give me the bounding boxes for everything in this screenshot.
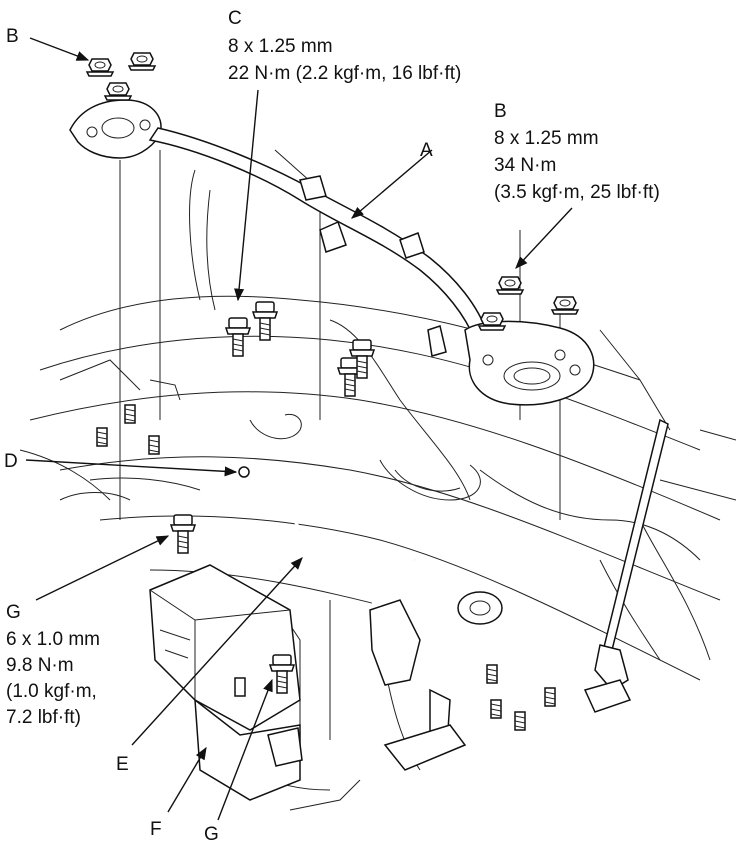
nut-b-2 (128, 52, 156, 71)
wiring-harness (244, 468, 503, 771)
callout-g-left-torque-alt2: 7.2 lbf·ft) (6, 707, 81, 728)
leader-lines (25, 37, 573, 821)
stud-7 (514, 711, 526, 731)
bolt-c-2 (252, 301, 278, 341)
hood-prop-rod (583, 418, 669, 713)
stud-2 (96, 427, 108, 447)
callout-g-left-size: 6 x 1.0 mm (6, 629, 100, 650)
battery-box (149, 564, 303, 801)
stud-6 (490, 699, 502, 719)
nut-b-6 (478, 312, 506, 331)
nut-b-1 (86, 58, 114, 77)
callout-g-left-torque: 9.8 N·m (6, 655, 74, 676)
callout-c-torque: 22 N·m (2.2 kgf·m, 16 lbf·ft) (228, 63, 461, 84)
callout-b-right-torque-alt: (3.5 kgf·m, 25 lbf·ft) (494, 182, 660, 203)
callout-f: F (150, 819, 162, 840)
nut-b-3 (104, 82, 132, 101)
callout-c-letter: C (228, 8, 242, 29)
callout-c-size: 8 x 1.25 mm (228, 36, 333, 57)
stud-3 (148, 435, 160, 455)
stud-4 (486, 664, 498, 684)
callout-b-right-letter: B (494, 101, 507, 122)
callout-g-left-torque-alt1: (1.0 kgf·m, (6, 681, 97, 702)
nut-b-4 (496, 276, 524, 295)
callout-b-top: B (6, 26, 19, 47)
nut-b-5 (551, 296, 579, 315)
callout-g-bottom: G (204, 824, 219, 845)
bolt-g-1 (170, 514, 196, 554)
stud-1 (124, 404, 136, 424)
stud-5 (544, 687, 556, 707)
strut-brace (69, 99, 595, 406)
callout-b-right-size: 8 x 1.25 mm (494, 128, 599, 149)
callout-g-left-letter: G (6, 602, 21, 623)
body-panel-lines (19, 149, 736, 811)
clip-d (238, 466, 250, 478)
callout-b-right-torque: 34 N·m (494, 155, 556, 176)
callout-d: D (4, 451, 18, 472)
callout-e: E (116, 754, 129, 775)
callout-a: A (420, 140, 433, 161)
